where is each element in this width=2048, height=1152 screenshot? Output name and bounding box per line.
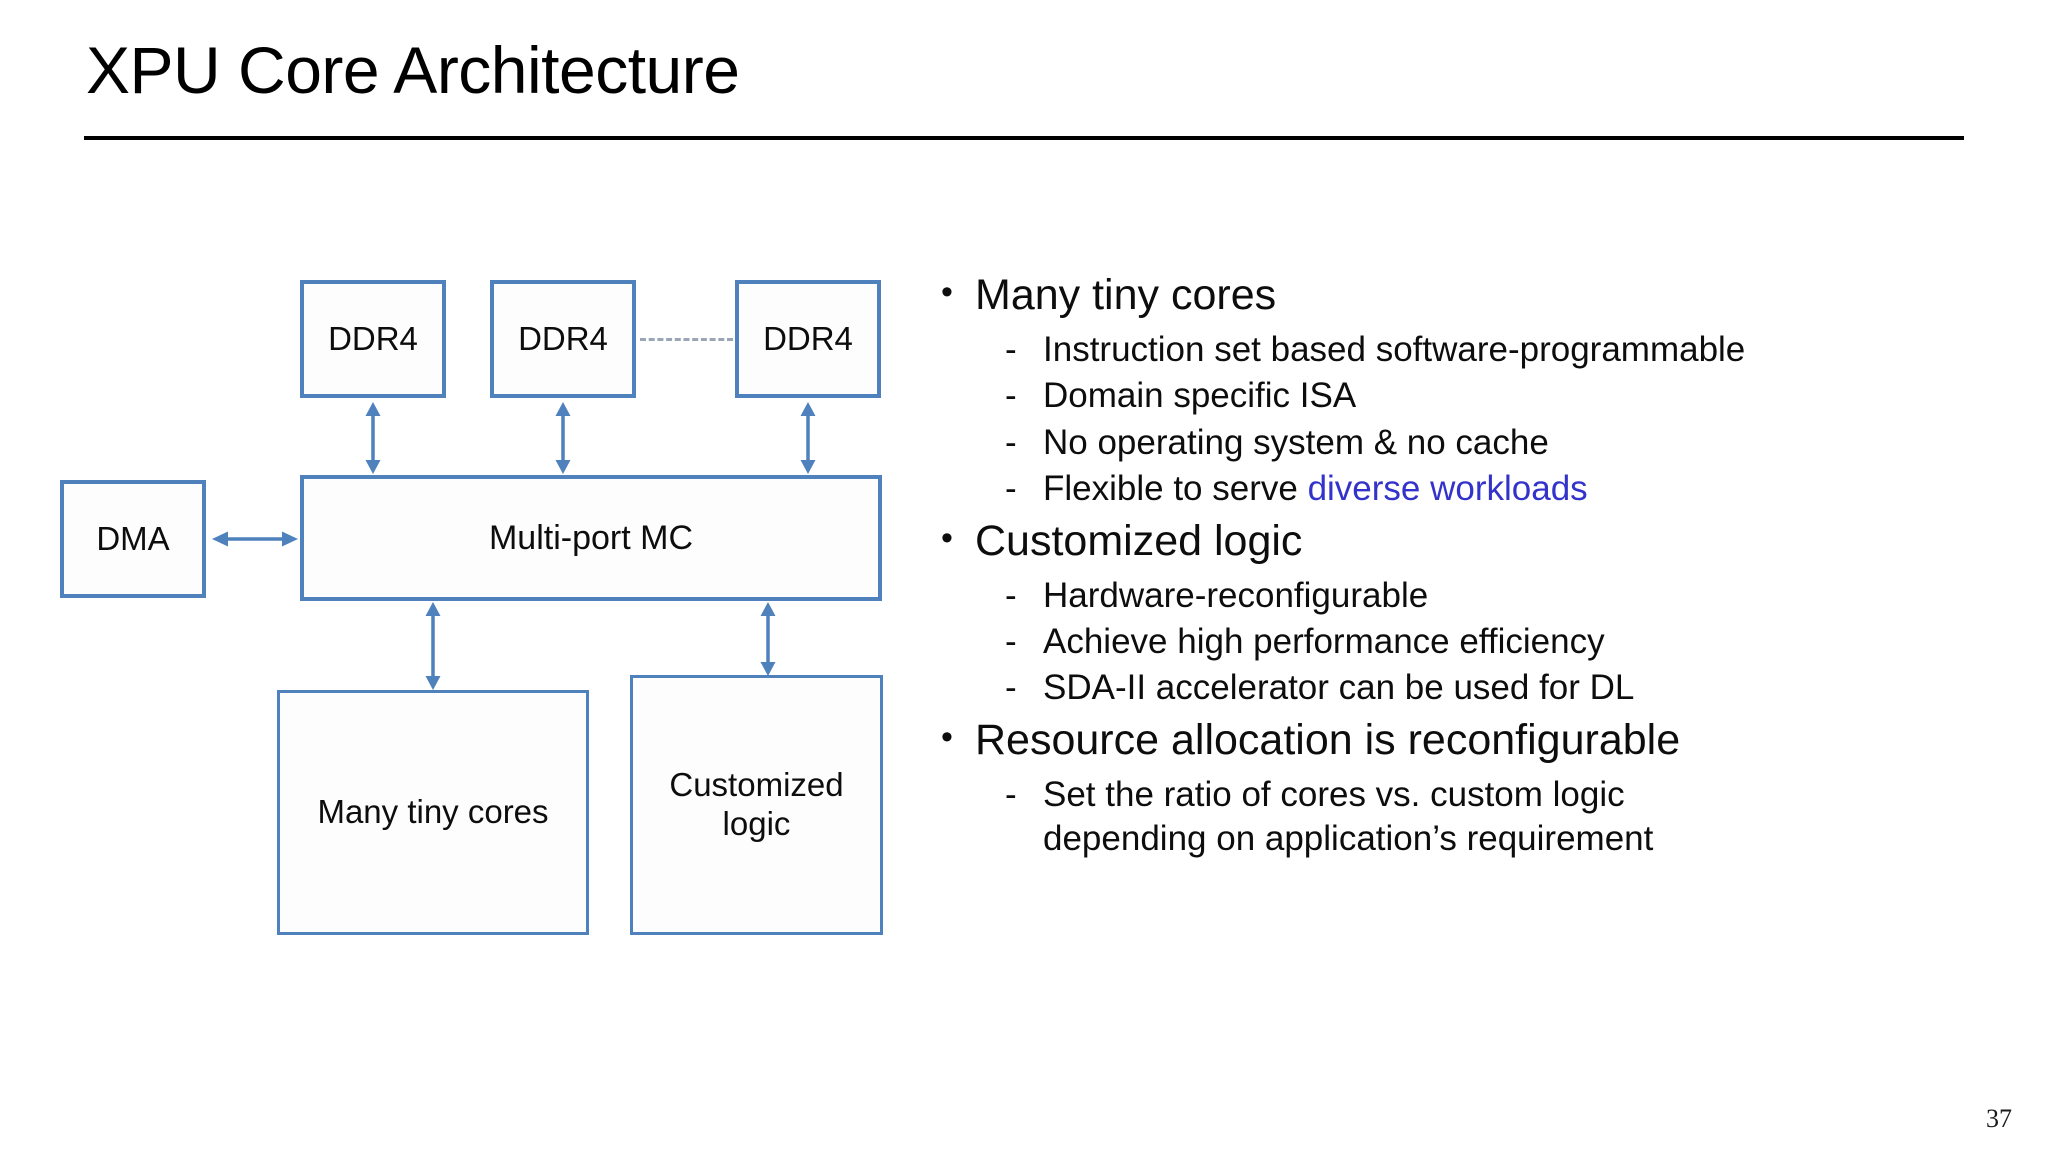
bullet-0-text: Many tiny cores (975, 271, 1277, 319)
sub-bullet-0-0-text: Instruction set based software-programma… (1043, 329, 1746, 369)
dash-marker-icon: - (1005, 376, 1017, 416)
arrow-ddr4-1-to-mc-icon (550, 402, 576, 474)
bullet-marker-icon: • (941, 518, 953, 557)
bullet-2: • Resource allocation is reconfigurable (935, 713, 2005, 769)
bullet-marker-icon: • (941, 717, 953, 756)
bullet-1: • Customized logic (935, 514, 2005, 570)
dash-marker-icon: - (1005, 774, 1017, 814)
ddr4-block-2[interactable]: DDR4 (735, 280, 881, 398)
arrow-mc-to-custom-logic-icon (755, 602, 781, 676)
sub-bullet-1-0: - Hardware-reconfigurable (935, 574, 2005, 618)
bullet-group-1: • Customized logic - Hardware-reconfigur… (935, 514, 2005, 711)
dash-marker-icon: - (1005, 575, 1017, 615)
title-divider (84, 136, 1964, 140)
xpu-architecture-diagram: DDR4 DDR4 DDR4 DMA Multi-port (0, 250, 920, 990)
page-title: XPU Core Architecture (86, 33, 740, 107)
sub-bullet-0-3-highlight: diverse workloads (1307, 469, 1588, 509)
sub-bullet-1-1: - Achieve high performance efficiency (935, 620, 2005, 664)
arrow-ddr4-0-to-mc-icon (360, 402, 386, 474)
dash-marker-icon: - (1005, 668, 1017, 708)
dash-marker-icon: - (1005, 422, 1017, 462)
bullet-1-text: Customized logic (975, 516, 1303, 565)
bullet-list: • Many tiny cores - Instruction set base… (935, 268, 2005, 864)
ddr4-block-0[interactable]: DDR4 (300, 280, 446, 398)
sub-bullet-0-3: - Flexible to serve diverse workloads (935, 467, 2005, 511)
bullet-marker-icon: • (941, 273, 953, 311)
sub-bullet-2-0-text-line2: depending on application’s requirement (1043, 819, 1654, 859)
sub-bullet-2-0: - Set the ratio of cores vs. custom logi… (935, 773, 2005, 862)
bullet-group-0: • Many tiny cores - Instruction set base… (935, 268, 2005, 512)
multi-port-mc-block[interactable]: Multi-port MC (300, 475, 882, 601)
dash-marker-icon: - (1005, 469, 1017, 509)
sub-bullet-0-1-text: Domain specific ISA (1043, 376, 1357, 416)
dash-marker-icon: - (1005, 621, 1017, 661)
sub-bullet-0-1: - Domain specific ISA (935, 374, 2005, 418)
sub-bullet-0-2-text: No operating system & no cache (1043, 422, 1549, 462)
dash-marker-icon: - (1005, 329, 1017, 369)
sub-bullet-1-0-text: Hardware-reconfigurable (1043, 575, 1429, 615)
arrow-mc-to-cores-icon (420, 602, 446, 690)
sub-bullet-0-2: - No operating system & no cache (935, 421, 2005, 465)
customized-logic-block[interactable]: Customized logic (630, 675, 883, 935)
bullet-0: • Many tiny cores (935, 268, 2005, 324)
ddr4-ellipsis-connector-icon (640, 338, 733, 341)
slide-number: 37 (1986, 1104, 2012, 1133)
arrow-dma-to-mc-icon (212, 526, 298, 552)
customized-logic-line-1: Customized (669, 766, 844, 804)
bullet-2-text: Resource allocation is reconfigurable (975, 715, 1681, 764)
sub-bullet-1-1-text: Achieve high performance efficiency (1043, 621, 1605, 661)
sub-bullet-0-3-text: Flexible to serve (1043, 469, 1308, 509)
sub-bullet-0-0: - Instruction set based software-program… (935, 328, 2005, 372)
arrow-ddr4-2-to-mc-icon (795, 402, 821, 474)
many-tiny-cores-block[interactable]: Many tiny cores (277, 690, 589, 935)
ddr4-block-1[interactable]: DDR4 (490, 280, 636, 398)
bullet-group-2: • Resource allocation is reconfigurable … (935, 713, 2005, 862)
sub-bullet-2-0-text: Set the ratio of cores vs. custom logic (1043, 774, 1625, 814)
sub-bullet-1-2: - SDA-II accelerator can be used for DL (935, 666, 2005, 710)
sub-bullet-1-2-text: SDA-II accelerator can be used for DL (1043, 668, 1635, 708)
customized-logic-line-2: logic (722, 805, 791, 842)
dma-block[interactable]: DMA (60, 480, 206, 598)
